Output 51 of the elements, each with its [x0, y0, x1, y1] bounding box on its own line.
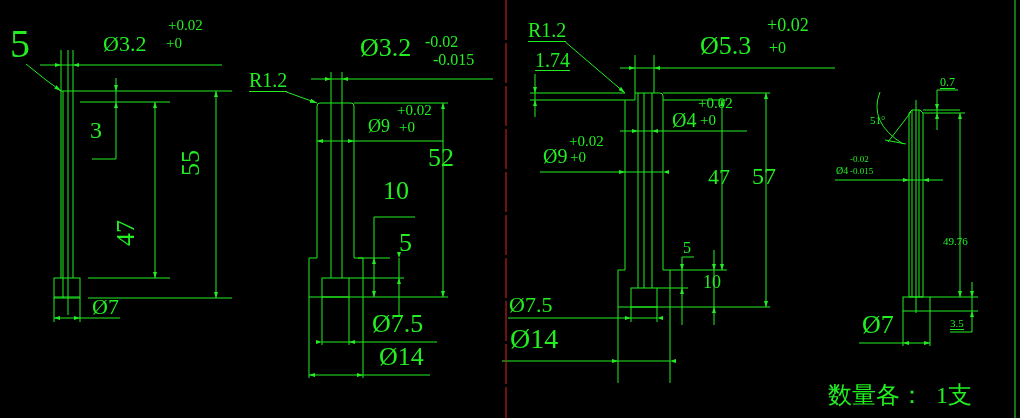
dimension-text: 51° — [870, 115, 886, 126]
dimension-text: 55 — [178, 150, 204, 176]
dimension-text: 0.7 — [940, 76, 955, 89]
dimension-text: Ø3.2 — [103, 33, 147, 55]
leader-label: R1.2 — [249, 70, 288, 92]
leader-label: R1.2 — [528, 20, 567, 42]
dimension-text: Ø14 — [510, 325, 559, 353]
tolerance-text: +0.02 — [569, 134, 604, 149]
tolerance-text: -0.02 — [425, 34, 459, 50]
dimension-text: 3 — [90, 118, 102, 142]
part-drawing — [309, 103, 363, 297]
leader-line — [25, 63, 62, 92]
dimension-text: Ø7.5 — [372, 311, 424, 337]
tolerance-text: -0.015 — [850, 167, 874, 176]
dimension-text: 10 — [383, 178, 409, 204]
dimension-text: 1.74 — [535, 50, 570, 71]
dimension-text: Ø7 — [92, 296, 119, 318]
dimension-text: Ø14 — [379, 344, 424, 370]
tolerance-text: +0.02 — [767, 16, 809, 34]
dimension-text: 5 — [399, 230, 412, 256]
dimension-text: Ø7.5 — [509, 294, 553, 316]
tolerance-text: +0 — [769, 40, 787, 56]
dimension-text: 10 — [703, 273, 721, 291]
part-drawing — [54, 91, 80, 298]
dimension-text: 49.76 — [943, 236, 968, 247]
dimension-text: Ø7 — [862, 312, 894, 338]
dimension-text: 52 — [428, 145, 454, 171]
tolerance-text: +0.02 — [168, 18, 203, 33]
tolerance-text: +0.02 — [397, 103, 432, 118]
tolerance-text: +0 — [399, 120, 415, 135]
dimension-text: Ø4 — [836, 166, 849, 176]
dimension-text: 57 — [752, 164, 776, 188]
note-text: 数量各： 1支 — [828, 383, 972, 407]
tolerance-text: +0 — [166, 36, 182, 51]
tolerance-text: -0.015 — [433, 52, 475, 68]
part-drawing — [903, 110, 930, 311]
leader-label: 5 — [10, 24, 30, 64]
dimension-text: Ø4 — [672, 110, 697, 130]
part-drawing — [618, 93, 670, 307]
tolerance-text: +0 — [700, 113, 716, 128]
leader-line — [564, 41, 626, 94]
dimension-text: 47 — [113, 220, 139, 246]
tolerance-text: +0 — [570, 150, 586, 165]
tolerance-text: +0.02 — [698, 96, 733, 111]
dimension-text: Ø9 — [543, 146, 568, 166]
dimension-text: Ø3.2 — [360, 35, 412, 61]
dimension-text: 3.5 — [950, 318, 964, 330]
leader-line — [285, 91, 318, 104]
dimension-text: 5 — [683, 240, 691, 256]
dimension-text: Ø5.3 — [700, 33, 752, 59]
dimension-text: 47 — [708, 166, 730, 188]
